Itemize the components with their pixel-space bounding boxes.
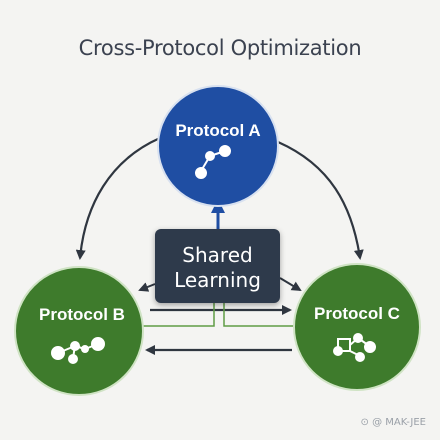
diagram-title: Cross-Protocol Optimization [78,36,362,60]
green-connector-b [135,303,215,327]
shared-learning-line2: Learning [174,268,261,292]
protocol-b-label: Protocol B [39,305,125,324]
protocol-a-node [157,85,279,207]
protocol-c-node [293,263,421,391]
network-nodes-icon [333,333,376,362]
green-connector-c [223,303,300,327]
arc-a-to-b [75,136,161,260]
protocol-a-label: Protocol A [175,121,261,140]
arrow-hub-to-b [138,282,156,292]
shared-learning-box: Shared Learning [155,229,280,303]
watermark: ⊙ @ MAK-JEE [360,417,426,428]
arc-a-to-c [277,140,364,260]
protocol-c-label: Protocol C [314,304,400,323]
arrow-hub-to-c [279,277,302,292]
protocol-b-node [14,266,144,396]
network-nodes-icon [195,145,231,179]
shared-learning-line1: Shared [182,243,253,267]
network-nodes-icon [51,337,105,364]
